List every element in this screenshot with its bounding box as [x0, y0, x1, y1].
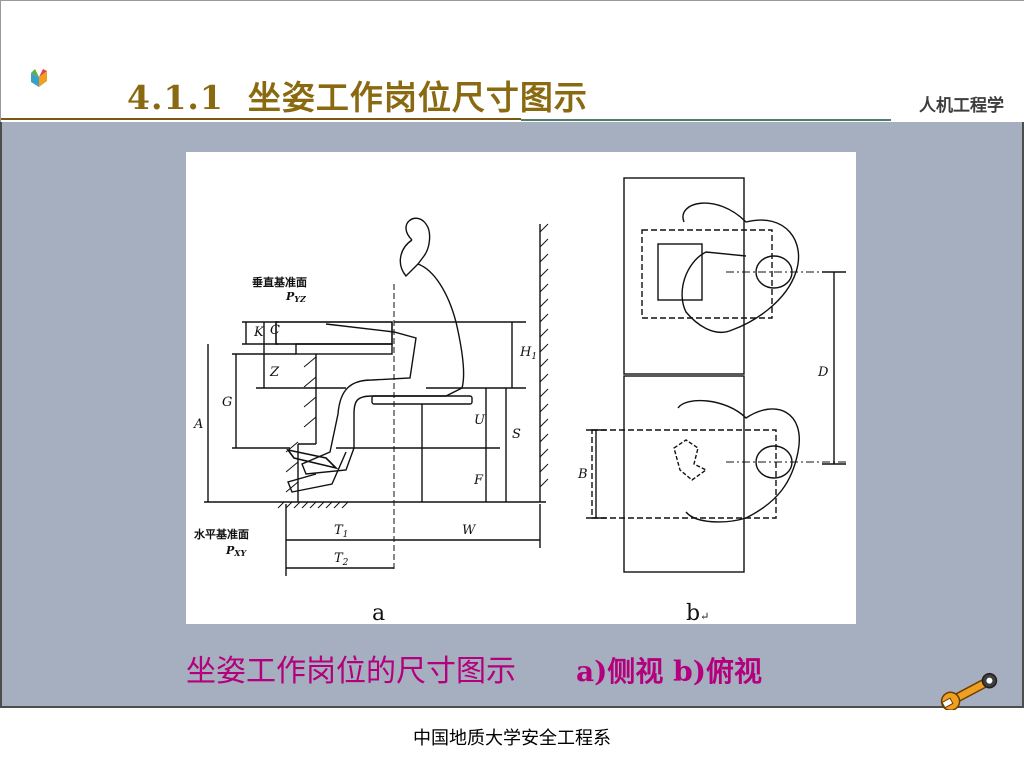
- vertical-plane-label: 垂直基准面: [252, 275, 307, 289]
- dim-G-label: G: [222, 395, 232, 410]
- dim-W-label: W: [462, 523, 477, 538]
- dim-T1-label: T1: [334, 523, 348, 540]
- top-view: [586, 177, 846, 573]
- horizontal-plane-symbol: PXY: [225, 544, 247, 558]
- dim-S-label: S: [512, 427, 521, 442]
- dim-Z-label: Z: [269, 365, 280, 380]
- side-view-panel-label: a: [372, 601, 385, 624]
- wrench-icon: [940, 672, 998, 710]
- dim-D-label: D: [817, 365, 829, 380]
- dim-A-label: A: [193, 417, 203, 432]
- horizontal-plane-label: 水平基准面: [194, 527, 249, 541]
- caption-views: a)侧视 b)俯视: [576, 655, 762, 688]
- caption-text: 坐姿工作岗位的尺寸图示: [186, 654, 516, 689]
- figure-caption: 坐姿工作岗位的尺寸图示 a)侧视 b)俯视: [186, 646, 762, 690]
- slide-header: 4.1.1 坐姿工作岗位尺寸图示 人机工程学: [0, 0, 1024, 122]
- dim-F-label: F: [473, 473, 484, 488]
- dim-C-label: C: [270, 323, 280, 338]
- course-label: 人机工程学: [919, 96, 1004, 116]
- content-area: K C Z G A H1 U S F T1 T2 W 垂直基准面 PYZ 水平基…: [0, 122, 1024, 708]
- logo-icon: [31, 69, 47, 87]
- dim-K-label: K: [253, 325, 265, 340]
- slide-title: 4.1.1 坐姿工作岗位尺寸图示: [127, 71, 588, 119]
- workstation-figure: K C Z G A H1 U S F T1 T2 W 垂直基准面 PYZ 水平基…: [186, 152, 856, 624]
- dim-B-label: B: [577, 467, 588, 482]
- dim-H1-label: H1: [519, 345, 537, 362]
- title-text: 坐姿工作岗位尺寸图示: [247, 78, 588, 117]
- top-view-panel-label: b↵: [686, 601, 709, 624]
- title-number: 4.1.1: [127, 78, 224, 117]
- dim-U-label: U: [474, 413, 486, 428]
- header-rule: [1, 118, 1024, 123]
- dim-T2-label: T2: [334, 551, 349, 568]
- vertical-plane-symbol: PYZ: [285, 290, 307, 304]
- footer-text: 中国地质大学安全工程系: [413, 728, 611, 749]
- side-view: [204, 217, 549, 576]
